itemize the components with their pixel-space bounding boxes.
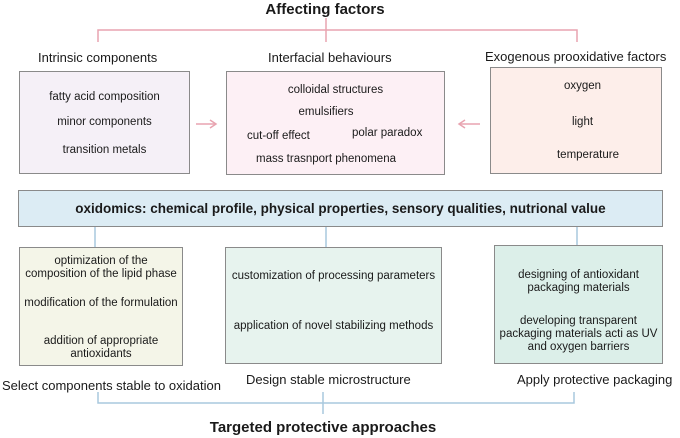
- interfacial-item-emulsifiers: emulsifiers: [298, 106, 354, 118]
- caption-packaging: Apply protective packaging: [517, 372, 673, 387]
- intrinsic-item-fatty-acid: fatty acid composition: [49, 91, 160, 103]
- components-item-optimization: optimization of the composition of the l…: [25, 255, 177, 280]
- interfacial-item-colloidal: colloidal structures: [287, 84, 384, 96]
- exogenous-item-temperature: temperature: [556, 149, 619, 161]
- microstructure-item-stabilizing: application of novel stabilizing methods: [233, 320, 434, 332]
- exogenous-box: [490, 67, 662, 174]
- exogenous-heading: Exogenous prooxidative factors: [485, 49, 667, 64]
- components-item-modification: modification of the formulation: [24, 297, 178, 309]
- microstructure-item-processing: customization of processing parameters: [231, 270, 436, 282]
- right-arrow-head: [457, 119, 466, 129]
- packaging-box: [494, 245, 663, 364]
- exogenous-item-oxygen: oxygen: [563, 80, 602, 92]
- left-arrow-head: [209, 119, 218, 129]
- intrinsic-item-metals: transition metals: [62, 144, 147, 156]
- interfacial-heading: Interfacial behaviours: [268, 50, 392, 65]
- interfacial-box: [226, 71, 445, 175]
- packaging-item-antioxidant: designing of antioxidant packaging mater…: [518, 269, 639, 294]
- components-item-antioxidants: addition of appropriate antioxidants: [43, 335, 159, 360]
- interfacial-item-mass-transport: mass trasnport phenomena: [256, 153, 396, 165]
- caption-components: Select components stable to oxidation: [2, 378, 221, 393]
- top-bracket: [97, 29, 578, 42]
- interfacial-item-polar-paradox: polar paradox: [352, 127, 423, 139]
- exogenous-item-light: light: [571, 116, 594, 128]
- interfacial-item-cutoff: cut-off effect: [247, 130, 310, 142]
- oxidomics-text: oxidomics: chemical profile, physical pr…: [75, 201, 606, 216]
- components-box: [19, 247, 183, 366]
- intrinsic-heading: Intrinsic components: [38, 50, 158, 65]
- oxidomics-bar: oxidomics: chemical profile, physical pr…: [18, 190, 663, 227]
- intrinsic-item-minor: minor components: [57, 116, 152, 128]
- intrinsic-box: [19, 71, 190, 174]
- microstructure-box: [225, 247, 442, 364]
- affecting-factors-title: Affecting factors: [265, 1, 385, 18]
- packaging-item-transparent: developing transparent packaging materia…: [499, 315, 658, 353]
- targeted-approaches-title: Targeted protective approaches: [209, 419, 437, 436]
- bottom-bracket: [97, 392, 575, 404]
- caption-microstructure: Design stable microstructure: [246, 372, 411, 387]
